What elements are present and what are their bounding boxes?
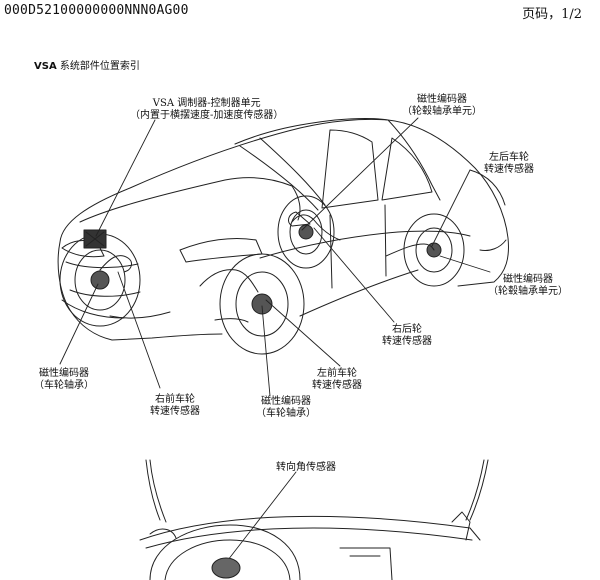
document-code: 000D52100000000NNN0AG00 [4, 3, 189, 18]
label-left-rear-speed-sensor-line2: 转速传感器 [484, 164, 534, 175]
label-left-rear-speed-sensor: 左后车轮 转速传感器 [484, 152, 534, 176]
front-right-sensor-wire [199, 269, 259, 293]
car-front-grille [65, 261, 171, 319]
dashboard-top [139, 515, 481, 541]
label-magnetic-encoder-wheel-left-line2: （车轮轴承） [34, 380, 94, 391]
windshield-frame-right [469, 459, 489, 521]
windshield-frame-left [145, 459, 161, 521]
car-side-window [321, 129, 433, 209]
car-rear [469, 169, 507, 251]
left-mirror-mount [149, 528, 177, 539]
rear-left-wheel [403, 213, 465, 287]
car-side-line [259, 230, 471, 259]
right-mirror-mount [451, 511, 471, 541]
label-magnetic-encoder-hub-right: 磁性编码器 （轮毂轴承单元） [488, 274, 568, 298]
front-right-wheel [219, 253, 305, 355]
car-windshield [239, 137, 326, 211]
label-vsa-modulator-line2: （内置于横摆速度-加速度传感器） [130, 110, 284, 121]
page-label: 页码， [522, 7, 562, 22]
label-magnetic-encoder-wheel-left-line1: 磁性编码器 [39, 368, 89, 379]
label-magnetic-encoder-wheel-left: 磁性编码器 （车轮轴承） [34, 368, 94, 392]
section-prefix: VSA [34, 61, 57, 72]
label-magnetic-encoder-hub-top: 磁性编码器 （轮毂轴承单元） [402, 94, 482, 118]
car-hood [79, 177, 301, 223]
label-steering-angle-sensor-line1: 转向角传感器 [276, 462, 336, 473]
front-left-sensor-wire [99, 255, 132, 273]
car-door-line [329, 204, 387, 289]
car-body [57, 118, 509, 341]
steering-column-sensor [211, 557, 241, 579]
label-magnetic-encoder-hub-right-line1: 磁性编码器 [503, 274, 553, 285]
page-number: 1/2 [561, 7, 582, 22]
label-right-rear-speed-sensor-line1: 右后轮 [392, 324, 422, 335]
label-left-rear-speed-sensor-line1: 左后车轮 [489, 152, 529, 163]
label-magnetic-encoder-wheel-center-line1: 磁性编码器 [261, 396, 311, 407]
car-mirror [288, 211, 311, 227]
label-left-front-speed-sensor: 左前车轮 转速传感器 [312, 368, 362, 392]
label-right-front-speed-sensor-line1: 右前车轮 [155, 394, 195, 405]
label-right-front-speed-sensor-line2: 转速传感器 [150, 406, 200, 417]
rear-right-wheel [277, 195, 335, 269]
label-magnetic-encoder-hub-top-line2: （轮毂轴承单元） [402, 106, 482, 117]
label-vsa-modulator: VSA 调制器-控制器单元 （内置于横摆速度-加速度传感器） [130, 98, 283, 122]
steering-wheel [149, 524, 301, 580]
label-right-rear-speed-sensor-line2: 转速传感器 [382, 336, 432, 347]
label-magnetic-encoder-hub-right-line2: （轮毂轴承单元） [488, 286, 568, 297]
label-right-rear-speed-sensor: 右后轮 转速传感器 [382, 324, 432, 348]
label-steering-angle-sensor: 转向角传感器 [276, 462, 336, 474]
center-console [339, 547, 393, 580]
section-title: VSA 系统部件位置索引 [34, 57, 140, 72]
label-magnetic-encoder-wheel-center-line2: （车轮轴承） [256, 408, 316, 419]
label-right-front-speed-sensor: 右前车轮 转速传感器 [150, 394, 200, 418]
label-vsa-modulator-line1: VSA 调制器-控制器单元 [152, 98, 261, 109]
rear-left-sensor-wire [385, 243, 435, 257]
page-indicator: 页码，1/2 [522, 3, 582, 22]
label-left-front-speed-sensor-line1: 左前车轮 [317, 368, 357, 379]
label-magnetic-encoder-hub-top-line1: 磁性编码器 [417, 94, 467, 105]
car-bumper [61, 299, 249, 323]
rear-right-sensor-wire [291, 214, 341, 241]
label-left-front-speed-sensor-line2: 转速传感器 [312, 380, 362, 391]
label-magnetic-encoder-wheel-center: 磁性编码器 （车轮轴承） [256, 396, 316, 420]
section-title-text: 系统部件位置索引 [56, 61, 140, 72]
car-roof [234, 118, 441, 201]
